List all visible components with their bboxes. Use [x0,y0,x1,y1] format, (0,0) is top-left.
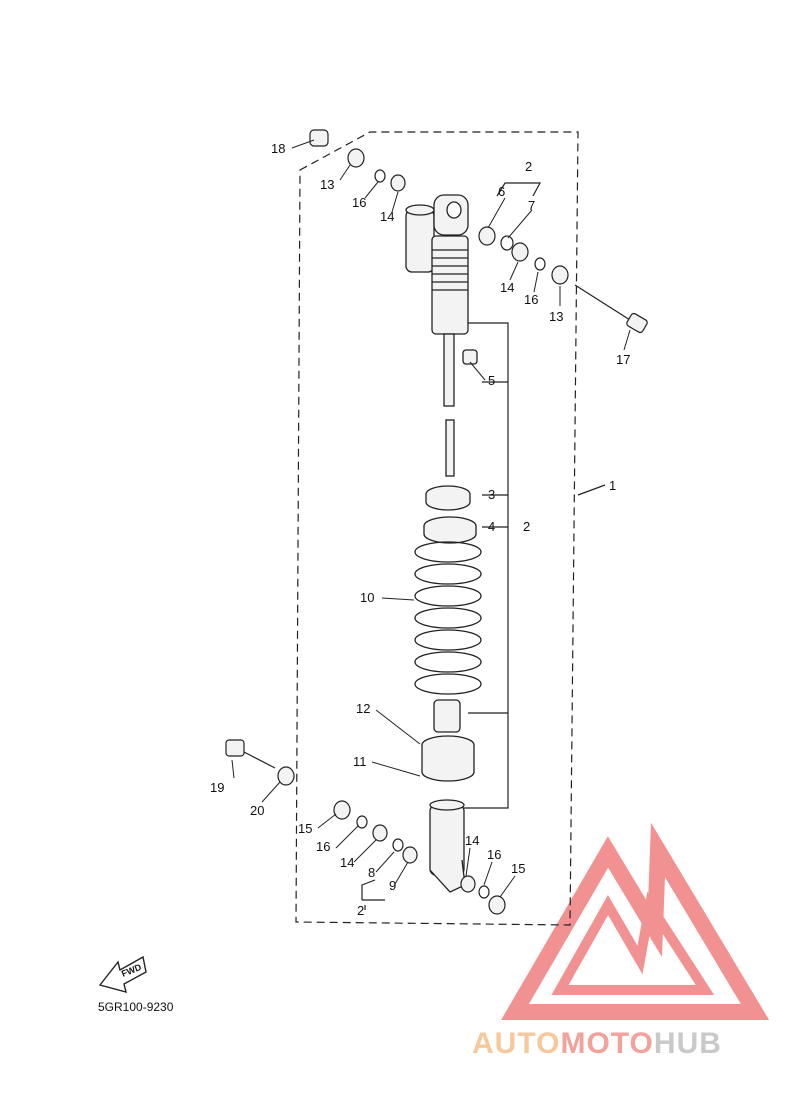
callout-10: 10 [360,590,374,605]
callout-16: 16 [352,195,366,210]
callout-16: 16 [524,292,538,307]
callout-14: 14 [500,280,514,295]
hardware-parts [225,129,648,915]
callout-16: 16 [487,847,501,862]
callout-14: 14 [340,855,354,870]
callout-9: 9 [389,878,396,893]
fwd-arrow-icon: FWD [98,955,147,993]
watermark-moto: MOTO [560,1027,653,1060]
callout-13: 13 [549,309,563,324]
callout-8: 8 [368,865,375,880]
callout-numbers: 18 13 16 14 2 6 7 14 16 13 17 5 3 4 2 1 … [210,141,630,918]
callout-2: 2 [523,519,530,534]
callout-12: 12 [356,701,370,716]
callout-2: 2 [357,903,364,918]
watermark-text: AUTOMOTOHUB [472,1027,722,1060]
callout-13: 13 [320,177,334,192]
callout-19: 19 [210,780,224,795]
callout-14: 14 [465,833,479,848]
watermark-auto: AUTO [472,1027,560,1060]
callout-14: 14 [380,209,394,224]
callout-18: 18 [271,141,285,156]
callout-7: 7 [528,198,535,213]
callout-1: 1 [609,478,616,493]
callout-16: 16 [316,839,330,854]
callout-20: 20 [250,803,264,818]
assembly-boundary [295,131,579,926]
callout-5: 5 [488,373,495,388]
bracket-lines [361,182,606,910]
shock-absorber [405,194,482,893]
callout-3: 3 [488,487,495,502]
callout-11: 11 [353,754,367,769]
callout-4: 4 [488,519,495,534]
diagram-code: 5GR100-9230 [98,1000,174,1014]
callout-17: 17 [616,352,630,367]
watermark-hub: HUB [654,1027,722,1060]
callout-15: 15 [511,861,525,876]
svg-text:AUTOMOTOHUB: AUTOMOTOHUB [472,1027,722,1060]
callout-2: 2 [525,159,532,174]
leader-lines [231,139,631,898]
watermark-logo [501,822,770,1020]
callout-6: 6 [498,184,505,199]
callout-15: 15 [298,821,312,836]
